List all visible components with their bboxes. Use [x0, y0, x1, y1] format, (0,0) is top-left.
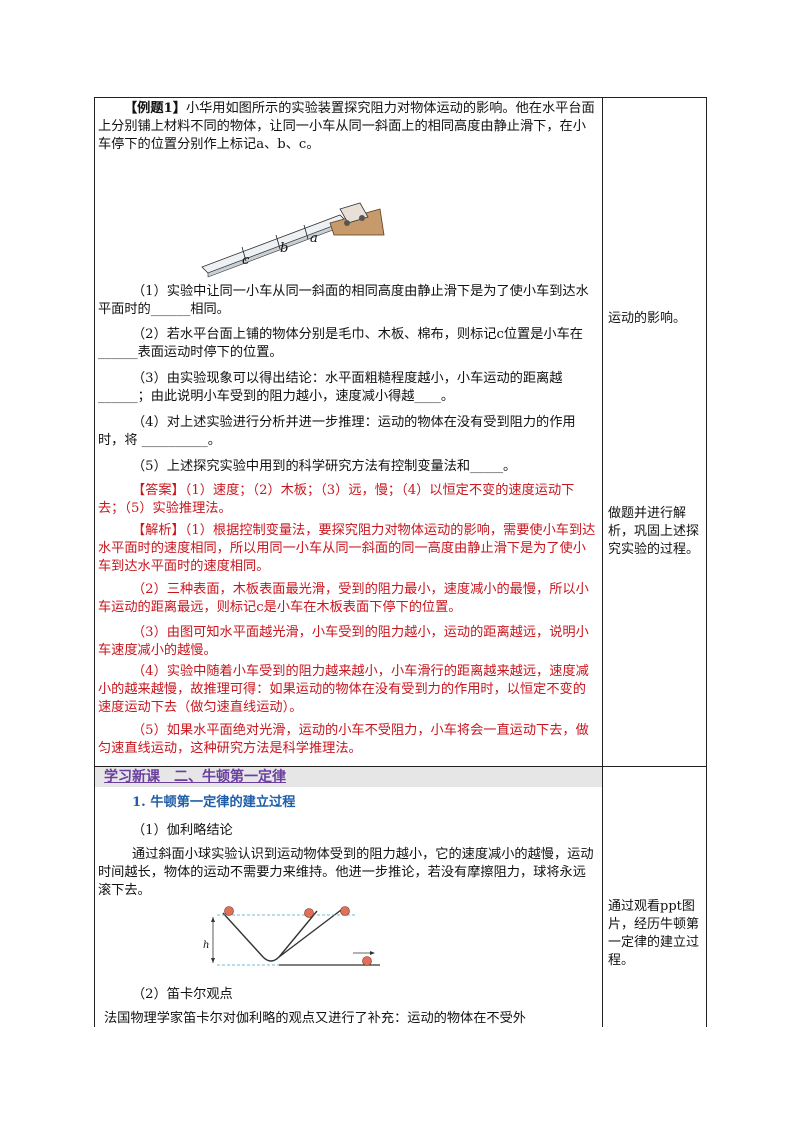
- side-note-1: 运动的影响。: [608, 311, 687, 326]
- experiment-figure: [201, 202, 385, 278]
- table-column-divider: [602, 97, 603, 1027]
- question-1: （1）实验中让同一小车从同一斜面的相同高度由静止滑下是为了使小车到达水平面时的_…: [98, 284, 589, 317]
- analysis-4: （4）实验中随着小车受到的阻力越来越小，小车滑行的距离越来越远，速度减小的越来越…: [98, 664, 589, 715]
- example-heading: 【例题1】: [124, 101, 186, 116]
- figure-label-c: c: [242, 253, 250, 268]
- galileo-ramp-figure: [211, 906, 380, 966]
- galileo-heading: （1）伽利略结论: [132, 823, 233, 838]
- galileo-text: 通过斜面小球实验认识到运动物体受到的阻力越小，它的速度减小的越慢，运动时间越长，…: [98, 847, 594, 898]
- section-title-bar: [95, 767, 602, 787]
- example-intro: 【例题1】小华用如图所示的实验装置探究阻力对物体运动的影响。他在水平台面上分别铺…: [98, 101, 595, 152]
- subsection-title: 1. 牛顿第一定律的建立过程: [132, 795, 296, 810]
- analysis-1: 【解析】（1）根据控制变量法，要探究阻力对物体运动的影响，需要使小车到达水平面时…: [98, 523, 596, 574]
- figure-label-b: b: [280, 241, 289, 256]
- side-note-3: 通过观看ppt图片，经历牛顿第一定律的建立过程。: [608, 899, 700, 968]
- analysis-3: （3）由图可知水平面越光滑，小车受到的阻力越小，运动的距离越远，说明小车速度减小…: [98, 625, 589, 658]
- analysis-2: （2）三种表面，木板表面最光滑，受到的阻力最小，速度减小的最慢，所以小车运动的距…: [98, 582, 589, 615]
- side-note-2: 做题并进行解析，巩固上述探究实验的过程。: [608, 506, 700, 557]
- analysis-5: （5）如果水平面绝对光滑，运动的小车不受阻力，小车将会一直运动下去，做匀速直线运…: [98, 723, 589, 756]
- figure-label-h: h: [203, 940, 210, 951]
- figure-label-a: a: [310, 231, 318, 246]
- descartes-text: 法国物理学家笛卡尔对伽利略的观点又进行了补充：运动的物体在不受外: [104, 1011, 526, 1026]
- question-5: （5）上述探究实验中用到的科学研究方法有控制变量法和_____。: [132, 459, 517, 474]
- table-border-top: [94, 97, 707, 98]
- table-border-left: [94, 97, 95, 1027]
- table-border-right: [706, 97, 707, 1027]
- question-3: （3）由实验现象可以得出结论：水平面粗糙程度越小，小车运动的距离越______；…: [98, 371, 563, 404]
- table-row-divider: [94, 766, 707, 767]
- answer-text: 【答案】（1）速度；（2）木板；（3）远，慢；（4）以恒定不变的速度运动下去；（…: [98, 483, 575, 516]
- question-2: （2）若水平台面上铺的物体分别是毛巾、木板、棉布，则标记c位置是小车在_____…: [98, 327, 583, 360]
- descartes-heading: （2）笛卡尔观点: [132, 987, 233, 1002]
- section-title: 学习新课 二、牛顿第一定律: [104, 769, 286, 785]
- question-4: （4）对上述实验进行分析并进一步推理：运动的物体在没有受到阻力的作用时，将 __…: [98, 415, 576, 448]
